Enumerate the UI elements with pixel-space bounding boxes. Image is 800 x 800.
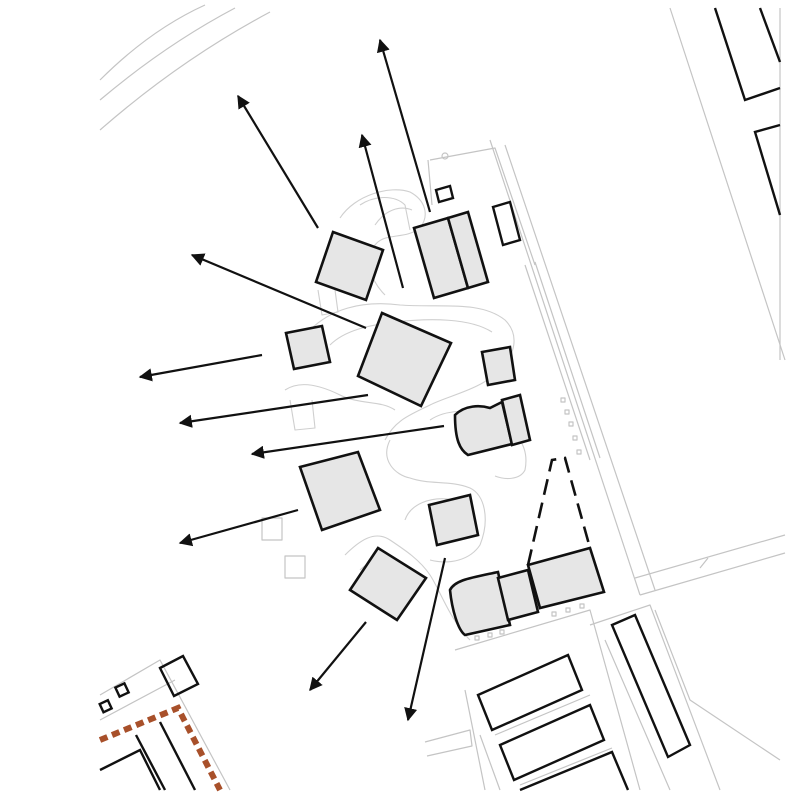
pavilion-central-large xyxy=(356,311,453,408)
pavilion-south-angled xyxy=(348,546,428,622)
pathway-southwest xyxy=(344,535,471,641)
street-median xyxy=(524,261,601,461)
parcel-southwest-outline xyxy=(99,659,231,791)
view-arrow-10 xyxy=(404,557,447,722)
cross-street-south xyxy=(634,534,786,596)
pavilion-small-west xyxy=(284,324,332,371)
view-arrow-7 xyxy=(250,424,445,459)
south-terrace-buildings xyxy=(476,613,692,792)
cross-street-short xyxy=(699,557,709,569)
view-arrow-3 xyxy=(358,133,405,289)
view-arrow-9 xyxy=(309,621,367,692)
kiosk-outline-1 xyxy=(261,517,283,541)
site-perimeter xyxy=(427,147,536,266)
parcel-outline-northeast xyxy=(669,7,786,361)
building-edge-northeast-2 xyxy=(758,7,782,63)
pathway-west-stub xyxy=(289,399,316,431)
pathway-north-inner xyxy=(374,207,413,226)
pavilion-north-long-b xyxy=(446,210,490,290)
shed-north-small xyxy=(434,184,455,204)
pavilion-north-west xyxy=(314,230,385,302)
view-arrow-8 xyxy=(178,508,299,547)
view-arrow-5 xyxy=(138,353,263,382)
street-edge-east xyxy=(504,144,656,591)
pavilion-southeast-long xyxy=(526,546,606,610)
view-arrow-4 xyxy=(190,253,367,330)
view-arrow-2 xyxy=(237,94,319,229)
street-bollards xyxy=(474,397,585,641)
context-linework xyxy=(99,4,786,791)
curved-road-mid xyxy=(99,7,236,101)
parcel-southeast-edge xyxy=(654,609,781,761)
pavilion-south-square xyxy=(427,493,480,547)
shed-north-east xyxy=(491,200,522,247)
pathway-central xyxy=(309,303,515,441)
view-arrows xyxy=(138,38,447,722)
canopy-outline-dashed xyxy=(526,456,592,566)
site-boundary-line xyxy=(98,704,223,792)
building-edge-east xyxy=(753,123,782,216)
street-edge-west xyxy=(489,139,641,596)
curved-road-inner xyxy=(99,11,271,131)
pavilion-southeast-link xyxy=(496,568,540,622)
pavilion-southwest-large xyxy=(298,450,382,532)
survey-point xyxy=(441,152,449,160)
pavilion-buildings xyxy=(284,184,606,637)
pathway-west-loop xyxy=(284,384,396,411)
southwest-neighbour-buildings xyxy=(98,654,200,791)
parcel-south-lot xyxy=(454,609,641,791)
pavilion-small-east xyxy=(480,345,517,387)
building-edge-northeast xyxy=(713,7,781,102)
parcel-southeast-lot xyxy=(589,604,721,791)
fence-south xyxy=(479,734,501,791)
driveway-south xyxy=(424,729,473,757)
pathway-north-ring xyxy=(359,196,411,231)
kiosk-outline-2 xyxy=(284,555,306,579)
view-arrow-1 xyxy=(376,38,432,213)
curved-road-outer xyxy=(99,4,206,81)
pavilion-east-annex xyxy=(500,393,532,447)
pathway-network xyxy=(284,189,527,641)
pathway-south xyxy=(386,439,486,563)
view-arrow-6 xyxy=(178,393,369,428)
pavilion-southeast-rounded xyxy=(448,570,512,637)
